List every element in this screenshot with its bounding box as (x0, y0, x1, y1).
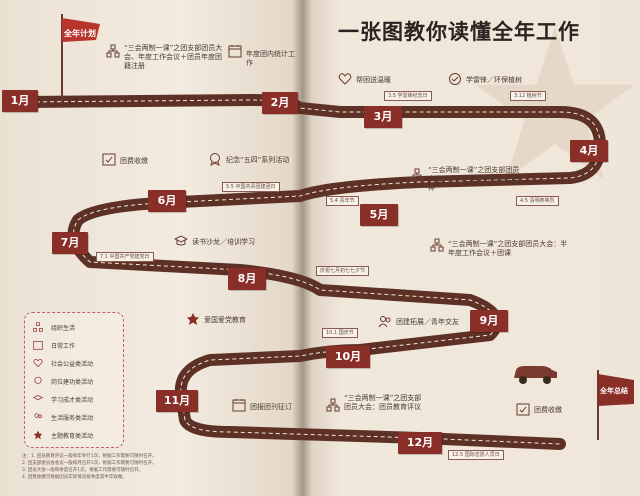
organization-icon (33, 322, 43, 332)
checklist-icon (516, 403, 530, 416)
right-page (302, 0, 640, 496)
organization-icon (410, 168, 424, 182)
calendar-icon (232, 399, 246, 412)
calendar-icon (228, 45, 242, 58)
legend-label: 生活服务类活动 (51, 414, 94, 422)
legend-label: 日常工作 (51, 342, 76, 350)
may-date-tag-1: 5.4 青年节 (326, 196, 359, 206)
month-badge-nov: 11月 (156, 390, 198, 412)
month-badge-aug: 8月 (228, 268, 266, 290)
legend-label: 岗位建功类活动 (51, 378, 94, 386)
star-icon (33, 430, 43, 440)
legend-label: 组织生活 (51, 324, 76, 332)
handshake-icon (449, 73, 461, 85)
oct-activity: 团建拓展／青年交友 (396, 318, 459, 326)
footnote: 3. 团员大会一般每季度召开1次，根据工作需要可随时召开。 (22, 468, 144, 473)
book-gutter (292, 0, 312, 496)
mar-date-tag: 3.5 学雷锋纪念日 (384, 91, 432, 101)
month-badge-jan: 1月 (2, 90, 38, 112)
sep-activity: “三会两制一课”之团支部团员大会：半年度工作会议＋团课 (448, 240, 568, 257)
month-badge-oct: 10月 (326, 346, 370, 368)
legend-label: 学习成才类活动 (51, 396, 94, 404)
heart-icon (33, 358, 43, 368)
dec-fee-activity: 团费收缴 (534, 406, 562, 414)
calendar-icon (33, 341, 43, 350)
jan-activity: “三会两制一课”之团支部团员大会、年度工作会议＋团员年度团籍注册 (124, 44, 223, 70)
jul-date-tag: 7.1 中国共产党建党日 (96, 252, 154, 262)
organization-icon (326, 398, 340, 412)
nov-activity: 团报团刊征订 (250, 403, 292, 411)
dec-date-tag: 12.5 国际志愿人员日 (448, 450, 504, 460)
legend-box: 组织生活 日常工作 社会公益类活动 岗位建功类活动 学习成才类活动 生活服务类活… (24, 312, 124, 448)
month-badge-jun: 6月 (148, 190, 186, 212)
end-flag-label: 全年总结 (600, 387, 628, 395)
organization-icon (430, 238, 444, 252)
legend-item: 社会公益类活动 (33, 357, 93, 369)
page-title: 一张图教你读懂全年工作 (338, 20, 580, 44)
may-activity: “三会两制一课”之团支部团员大会：学习上级文件和会议精神 (428, 166, 520, 192)
jun-fee-activity: 团费收缴 (120, 157, 148, 165)
graduation-cap-icon (33, 395, 43, 401)
checklist-icon (102, 153, 116, 166)
month-badge-may: 5月 (360, 204, 398, 226)
month-badge-mar: 3月 (364, 106, 402, 128)
feb-activity: 年度团内统计工作 (246, 50, 295, 67)
oct-date-tag: 10.1 国庆节 (322, 328, 358, 338)
legend-item: 组织生活 (33, 321, 75, 333)
jun-date-tag: 5.5 中国共青团建团日 (222, 182, 280, 192)
month-badge-jul: 7月 (52, 232, 88, 254)
badge-icon (210, 153, 220, 166)
jun-activity: 纪念“五四”系列活动 (226, 156, 290, 164)
aug-date-tag: 庆祝七月初七七夕节 (316, 266, 370, 276)
mar-activity: 帮困送温暖 (356, 76, 391, 84)
people-icon (378, 316, 391, 328)
month-badge-feb: 2月 (262, 92, 298, 114)
start-flag-label: 全年计划 (64, 29, 96, 38)
footnote: 4. 团费收缴可根据团员实际情况按季度或半年收缴。 (22, 475, 127, 480)
legend-label: 主题教育类活动 (51, 432, 94, 440)
graduation-cap-icon (174, 235, 188, 246)
nov-education-activity: 爱国爱党教育 (204, 316, 246, 324)
legend-item: 岗位建功类活动 (33, 375, 93, 387)
aug-activity: 读书沙龙／培训学习 (192, 238, 255, 246)
month-badge-sep: 9月 (470, 310, 508, 332)
legend-item: 生活服务类活动 (33, 411, 93, 423)
car-icon (514, 366, 557, 384)
month-badge-dec: 12月 (398, 432, 442, 454)
legend-label: 社会公益类活动 (51, 360, 94, 368)
apr-activity: 学雷锋／环保植树 (466, 76, 522, 84)
apr-date-tag: 3.12 植树节 (510, 91, 546, 101)
organization-icon (106, 44, 120, 58)
background-star-icon (475, 26, 635, 180)
footnote: 2. 团支部委员会会议一般每月召开1次，根据工作需要可随时召开。 (22, 461, 157, 466)
badge-icon (34, 376, 42, 384)
dec-activity: “三会两制一课”之团支部团员大会：团员教育评议 (344, 394, 422, 411)
legend-item: 主题教育类活动 (33, 429, 93, 441)
legend-item: 学习成才类活动 (33, 393, 93, 405)
month-badge-apr: 4月 (570, 140, 608, 162)
may-date-tag-2: 4.5 清明祭英烈 (516, 196, 559, 206)
legend-item: 日常工作 (33, 339, 75, 351)
footnote: 注：1. 团员教育评议一般每年举行1次，根据工作需要可随时召开。 (22, 454, 157, 459)
people-icon (34, 413, 42, 419)
heart-icon (338, 73, 352, 85)
star-icon (187, 313, 199, 325)
